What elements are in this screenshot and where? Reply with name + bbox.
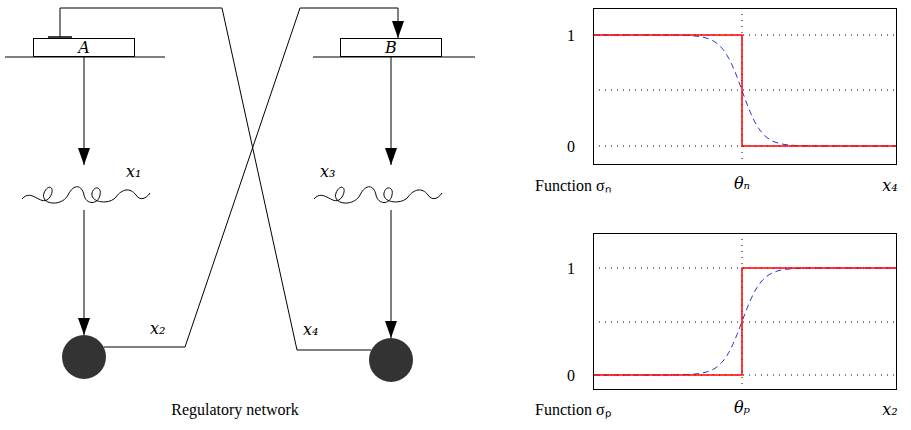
activation-connector — [385, 57, 397, 165]
axis-tick-label: 1 — [567, 26, 575, 45]
axis-tick-label: θₙ — [734, 174, 750, 193]
plot-top — [593, 8, 897, 165]
gene-name: A — [78, 38, 90, 57]
axis-label: x₄ — [882, 176, 897, 195]
variable-label: x₄ — [303, 320, 318, 339]
gene-box: B — [340, 38, 442, 57]
axis-label: x₂ — [882, 400, 897, 419]
protein-symbol — [62, 335, 106, 379]
smooth-curve — [593, 35, 897, 146]
mrna-strand: x₁ — [20, 165, 152, 210]
activation-connector — [78, 57, 90, 165]
activation-connector — [78, 210, 90, 335]
plot-frame — [594, 234, 897, 390]
variable-label: x₂ — [150, 319, 165, 338]
grid-line — [593, 90, 897, 91]
axis-tick-label: 1 — [567, 259, 575, 278]
variable-label: x₁ — [126, 162, 141, 181]
step-curve — [593, 35, 897, 146]
axis-tick-label: 0 — [567, 137, 575, 156]
gene-name: B — [385, 38, 397, 57]
step-curve — [593, 268, 897, 375]
gene-box: A — [33, 38, 135, 57]
plot-frame — [594, 9, 897, 165]
inhibition-connector — [48, 8, 371, 350]
plot-bottom — [593, 233, 897, 390]
smooth-curve — [593, 268, 897, 375]
plot-title: Function σₚ — [535, 400, 611, 419]
variable-label: x₃ — [320, 162, 335, 181]
figure-caption: Regulatory network — [171, 400, 299, 419]
activation-connector — [385, 210, 397, 338]
protein-circle: x₄ — [369, 338, 413, 382]
protein-symbol — [369, 338, 413, 382]
axis-tick-label: θₚ — [734, 398, 750, 417]
axis-tick-label: 0 — [567, 366, 575, 385]
mrna-strand: x₃ — [312, 165, 444, 210]
activation-connector — [104, 8, 404, 347]
protein-circle: x₂ — [62, 335, 106, 379]
plot-title: Function σₙ — [535, 176, 611, 195]
grid-line — [593, 322, 897, 323]
